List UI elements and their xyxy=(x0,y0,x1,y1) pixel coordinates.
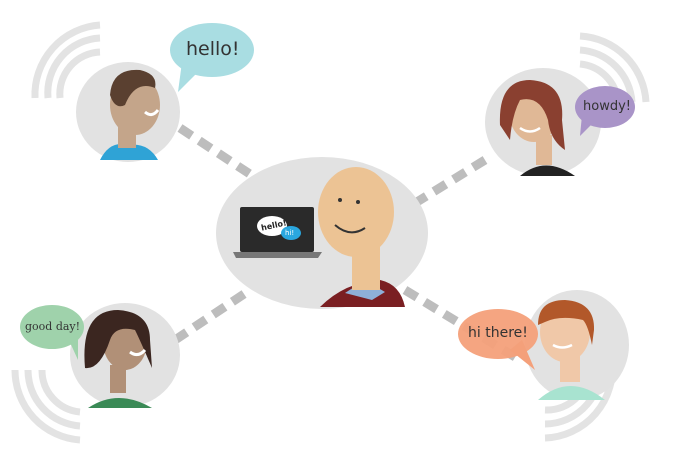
greeting-bottom-right: hi there! xyxy=(468,325,528,341)
laptop-icon xyxy=(233,207,322,258)
connection-lines xyxy=(172,124,523,364)
laptop-bubble-hi: hi! xyxy=(285,229,295,237)
greeting-bottom-left: good day! xyxy=(25,320,81,333)
avatar-top-left xyxy=(100,69,160,160)
avatar-top-right xyxy=(499,80,575,176)
greeting-top-left: hello! xyxy=(186,38,240,60)
greeting-top-right: howdy! xyxy=(583,99,631,114)
avatar-center xyxy=(318,167,405,307)
avatar-bottom-right xyxy=(538,300,605,400)
speech-bubbles xyxy=(20,23,635,370)
avatar-bottom-left xyxy=(84,310,152,408)
